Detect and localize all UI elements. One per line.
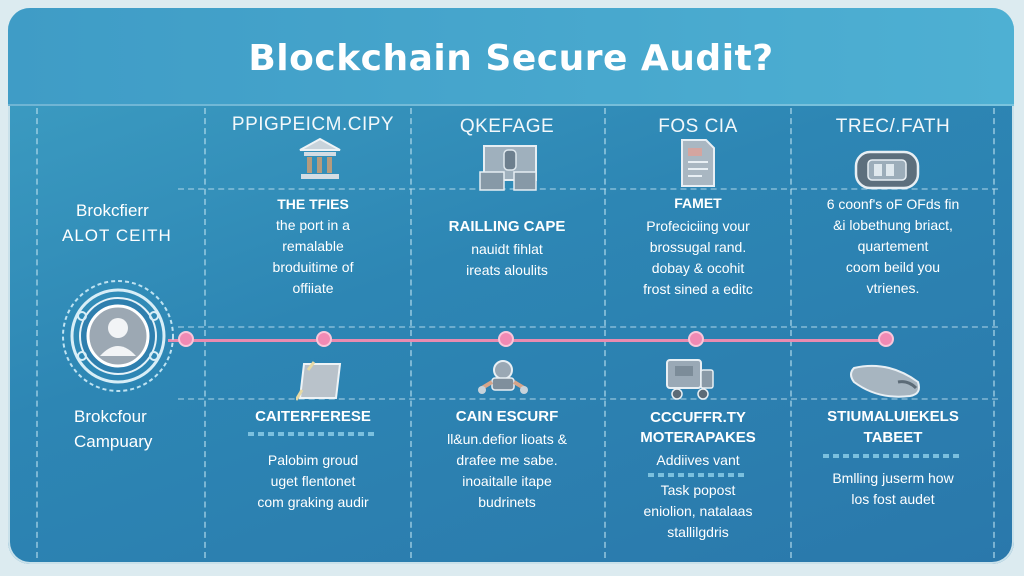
column-2-header: QKEFAGE bbox=[459, 116, 555, 137]
column-divider bbox=[604, 108, 606, 558]
row-divider bbox=[178, 326, 998, 328]
column-2-bottom-text: ll&un.defior lioats & bbox=[447, 431, 567, 447]
user-emblem-icon bbox=[58, 276, 178, 400]
column-4-bottom-text: Bmlling juserm how bbox=[832, 470, 954, 486]
column-4-bottom-text: los fost audet bbox=[851, 491, 935, 507]
row-divider bbox=[178, 398, 998, 400]
column-3-bottom-title: CCCUFFR.TY bbox=[650, 409, 746, 426]
column-2-bottom-text: inoaitalle itape bbox=[462, 473, 552, 489]
timeline-dot bbox=[878, 331, 894, 347]
timeline-dot bbox=[316, 331, 332, 347]
left-bottom-line2: Campuary bbox=[74, 432, 153, 451]
device-icon bbox=[854, 148, 920, 196]
column-divider bbox=[790, 108, 792, 558]
document-icon bbox=[294, 360, 346, 406]
column-3-bottom-text: stallilgdris bbox=[667, 524, 729, 540]
column-1-text-line: remalable bbox=[282, 238, 344, 254]
column-2-text-line: nauidt fihlat bbox=[471, 241, 543, 257]
column-1-text-line: the port in a bbox=[276, 217, 350, 233]
column-4-text-line: &i lobethung briact, bbox=[833, 217, 953, 233]
column-divider bbox=[36, 108, 38, 558]
column-2-text-line: ireats aloulits bbox=[466, 262, 548, 278]
column-1-bottom-text: Palobim groud bbox=[267, 452, 359, 468]
column-2-bottom-text: budrinets bbox=[478, 494, 536, 510]
column-3-bottom-text: Task popost bbox=[660, 482, 736, 498]
column-3-text-line: Profeciciing vour bbox=[646, 218, 750, 234]
column-3-text-line: brossugal rand. bbox=[649, 239, 747, 255]
column-4-text-line: coom beild you bbox=[845, 259, 941, 275]
page-title: Blockchain Secure Audit? bbox=[248, 38, 774, 79]
column-4-bottom-title: STIUMALUIEKELS bbox=[827, 408, 959, 425]
column-divider bbox=[204, 108, 206, 558]
wave-divider bbox=[823, 454, 963, 458]
file-icon bbox=[678, 138, 718, 192]
title-banner: Blockchain Secure Audit? bbox=[8, 8, 1014, 106]
timeline-line bbox=[168, 339, 893, 342]
column-1-text-line: broduitime of bbox=[272, 259, 354, 275]
column-divider bbox=[410, 108, 412, 558]
column-1-bottom-text: com graking audir bbox=[257, 494, 369, 510]
timeline-dot bbox=[688, 331, 704, 347]
timeline-dot bbox=[178, 331, 194, 347]
column-divider bbox=[993, 108, 995, 558]
row-divider bbox=[178, 188, 998, 190]
column-1-subtitle: THE TFIES bbox=[277, 196, 349, 212]
column-3-header: FOS CIA bbox=[658, 116, 738, 137]
left-bottom-line1: Brokcfour bbox=[74, 407, 147, 426]
column-1-text-line: offiiate bbox=[292, 280, 334, 296]
left-top-line2: ALOT CEITH bbox=[62, 226, 172, 245]
column-2-bottom-title: CAIN ESCURF bbox=[455, 408, 559, 425]
left-top-line1: Brokcfierr bbox=[76, 201, 149, 220]
wave-divider bbox=[648, 473, 748, 477]
timeline-dot bbox=[498, 331, 514, 347]
column-1-header: PPIGPEICM.CIPY bbox=[231, 114, 395, 135]
column-3-bottom-title-2: MOTERAPAKES bbox=[640, 429, 756, 446]
column-3-bottom-text: Addiives vant bbox=[656, 452, 740, 468]
bank-icon bbox=[296, 136, 344, 186]
column-1-bottom-title: CAITERFERESE bbox=[255, 408, 371, 425]
column-3-bottom-text: eniolion, natalaas bbox=[643, 503, 753, 519]
column-4-text-line: vtrienes. bbox=[866, 280, 920, 296]
column-4-bottom-title-2: TABEET bbox=[863, 429, 923, 446]
column-2-subtitle: RAILLING CAPE bbox=[448, 218, 566, 235]
capsule-icon bbox=[848, 360, 924, 406]
column-4-header: TREC/.FATH bbox=[835, 116, 951, 137]
infographic-card: Blockchain Secure Audit? Brokcfierr ALOT… bbox=[8, 8, 1014, 564]
truck-icon bbox=[663, 354, 717, 406]
robot-icon bbox=[478, 358, 528, 404]
column-2-bottom-text: drafee me sabe. bbox=[456, 452, 558, 468]
wave-divider bbox=[248, 432, 378, 436]
column-3-subtitle: FAMET bbox=[674, 195, 722, 211]
column-3-text-line: frost sined a editc bbox=[643, 281, 753, 297]
server-icon bbox=[478, 142, 540, 198]
column-4-text-line: quartement bbox=[857, 238, 929, 254]
column-4-text-line: 6 coonf's oF OFds fin bbox=[826, 196, 960, 212]
column-1-bottom-text: uget flentonet bbox=[270, 473, 356, 489]
column-3-text-line: dobay & ocohit bbox=[651, 260, 745, 276]
